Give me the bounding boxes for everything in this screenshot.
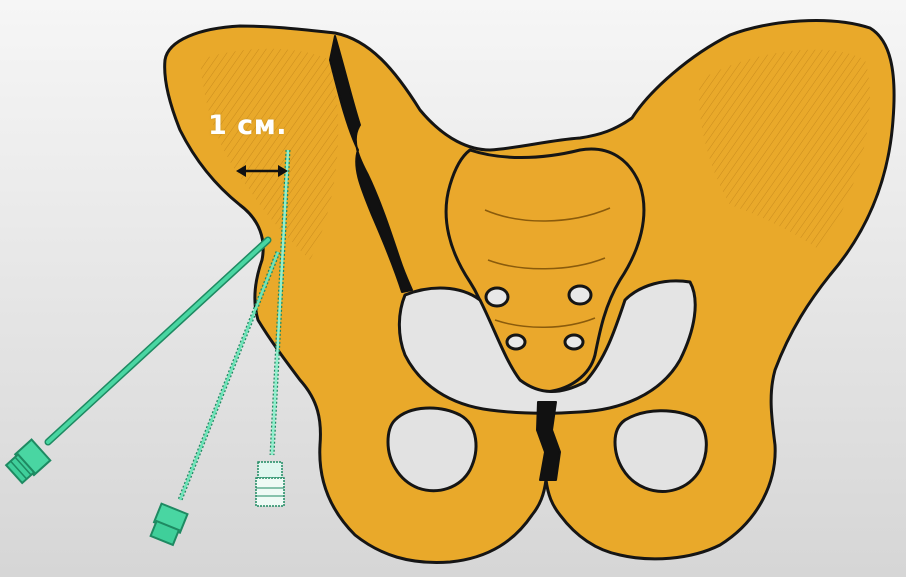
obturator-foramen-left bbox=[388, 408, 476, 491]
measurement-label: 1 см. bbox=[208, 110, 287, 141]
